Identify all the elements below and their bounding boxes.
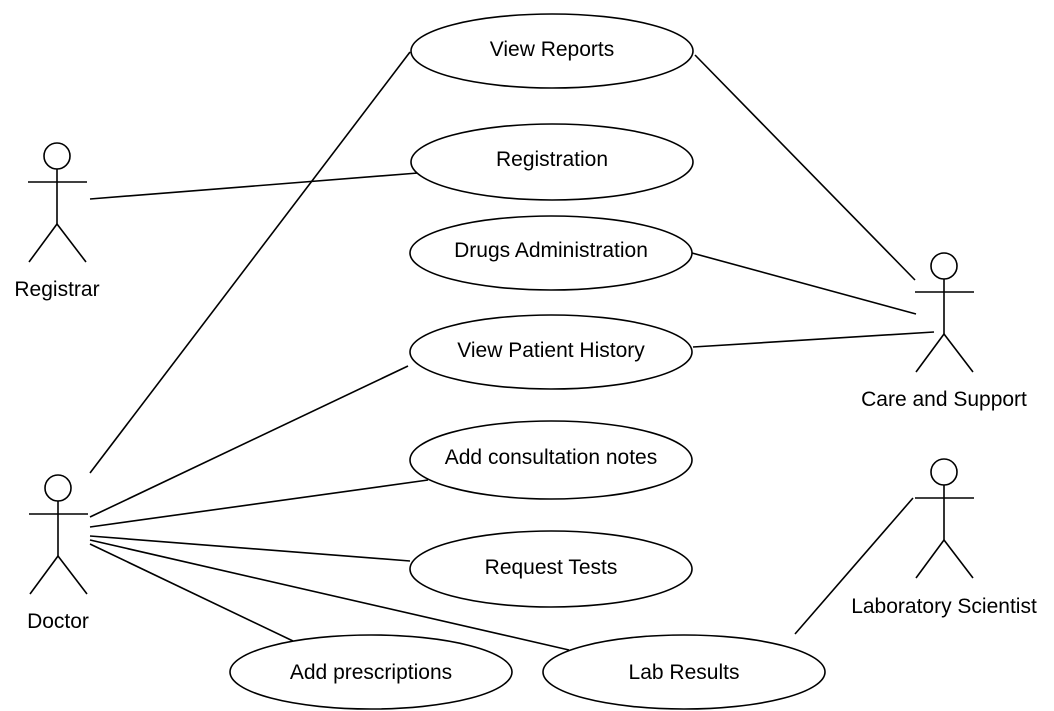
edge-doctor-view-reports — [89, 51, 411, 474]
actor-doctor: Doctor — [27, 474, 89, 633]
stick-figure-icon — [29, 474, 88, 595]
stick-figure-icon — [915, 458, 974, 579]
use-case-view-patient-history: View Patient History — [409, 314, 693, 390]
actor-label: Registrar — [14, 278, 99, 301]
edge-doctor-add-prescriptions — [89, 543, 294, 642]
use-case-label: Request Tests — [485, 556, 618, 579]
edge-doctor-view-patient-history — [89, 365, 409, 518]
edge-labsci-lab-results — [794, 497, 914, 635]
use-case-label: Registration — [496, 148, 608, 171]
use-case-label: View Patient History — [457, 339, 645, 362]
use-case-drugs-administration: Drugs Administration — [409, 215, 693, 291]
edge-care-drugs-admin — [691, 252, 917, 315]
stick-figure-icon — [915, 252, 974, 373]
stick-figure-icon — [28, 142, 87, 263]
associations — [89, 51, 935, 651]
use-case-label: Add prescriptions — [290, 661, 452, 684]
edge-doctor-lab-results — [89, 539, 570, 651]
actor-label: Care and Support — [861, 388, 1027, 411]
actor-label: Laboratory Scientist — [851, 595, 1037, 618]
use-case-add-prescriptions: Add prescriptions — [229, 634, 513, 710]
use-case-label: Add consultation notes — [445, 446, 657, 469]
actor-label: Doctor — [27, 610, 89, 633]
use-case-label: View Reports — [490, 38, 615, 61]
use-case-view-reports: View Reports — [410, 13, 694, 89]
edge-doctor-add-consultation-notes — [89, 479, 429, 528]
edge-care-view-patient-history — [692, 331, 935, 348]
use-case-label: Drugs Administration — [454, 239, 648, 262]
edge-care-view-reports — [694, 54, 916, 281]
use-case-registration: Registration — [410, 123, 694, 201]
actor-care-and-support: Care and Support — [861, 252, 1027, 411]
actor-laboratory-scientist: Laboratory Scientist — [851, 458, 1037, 618]
edge-registrar-registration — [89, 172, 419, 200]
use-case-request-tests: Request Tests — [409, 530, 693, 608]
use-case-label: Lab Results — [629, 661, 740, 684]
actor-registrar: Registrar — [14, 142, 100, 301]
use-case-add-consultation-notes: Add consultation notes — [409, 420, 693, 500]
use-case-lab-results: Lab Results — [542, 634, 826, 710]
edge-doctor-request-tests — [89, 535, 411, 562]
